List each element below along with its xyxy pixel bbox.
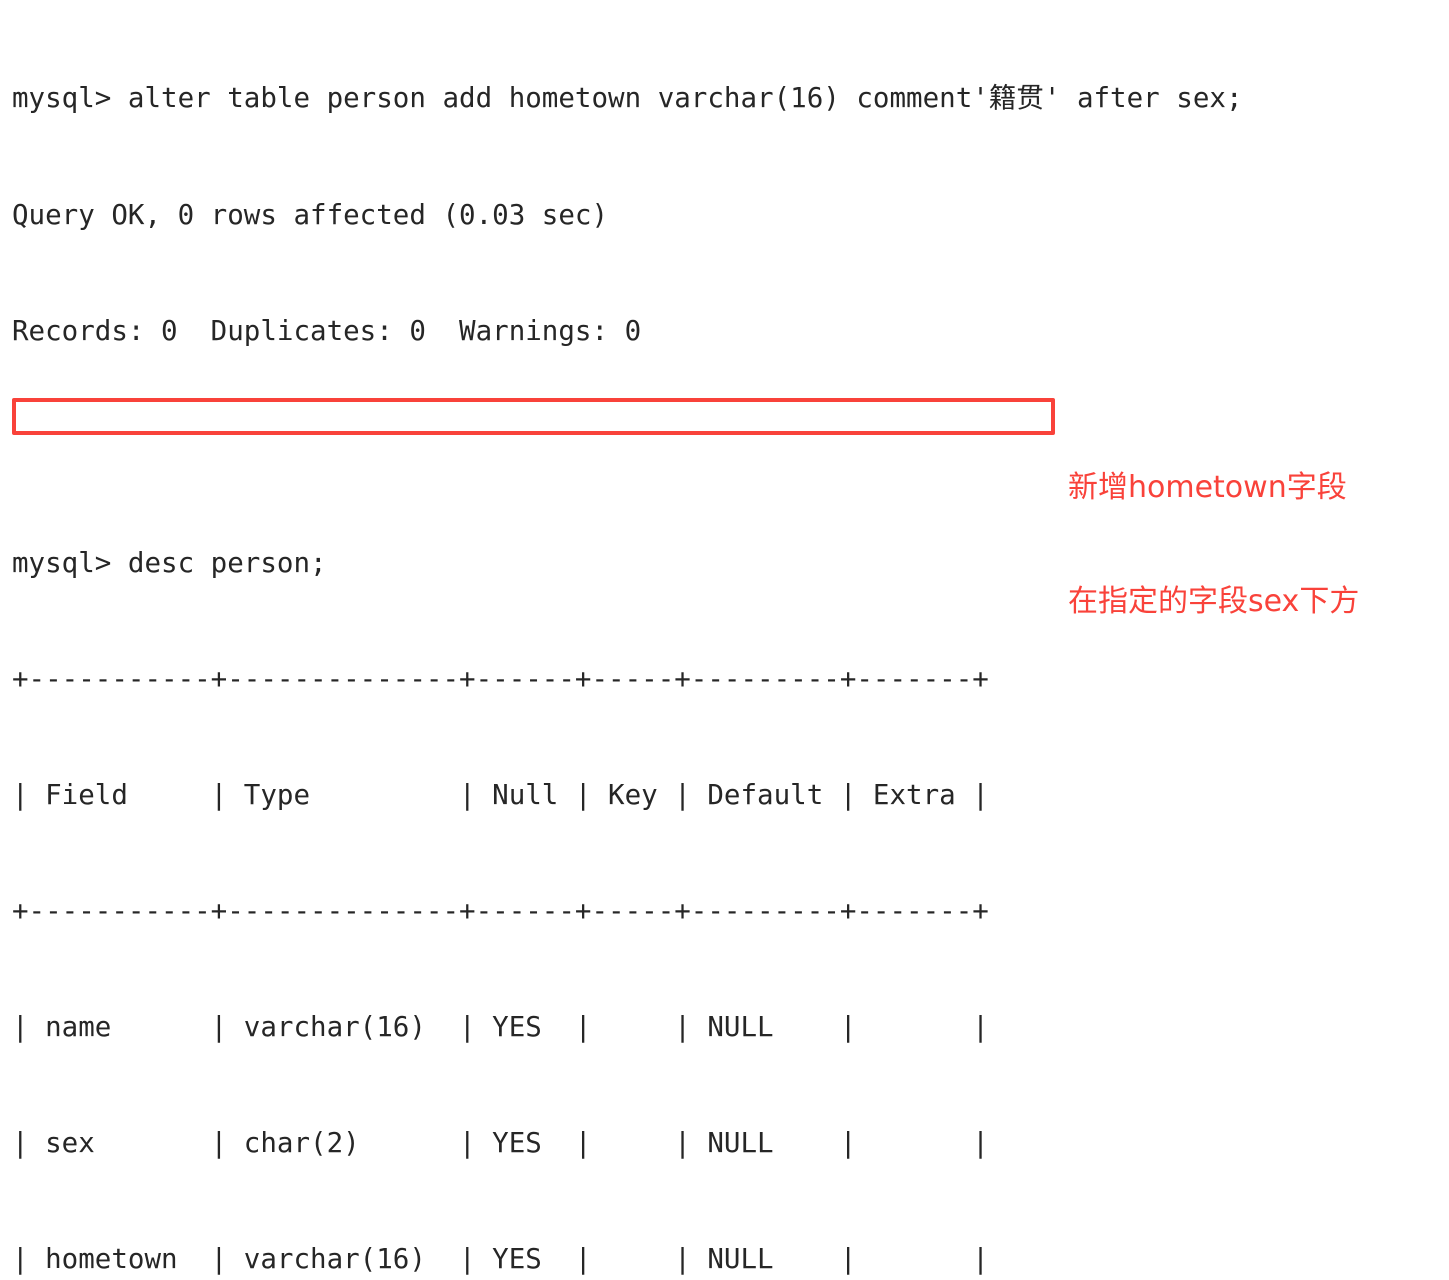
- table-row: | name | varchar(16) | YES | | NULL | |: [12, 1011, 989, 1044]
- table-row-hometown: | hometown | varchar(16) | YES | | NULL …: [12, 1243, 989, 1276]
- table-border-top: +-----------+--------------+------+-----…: [12, 662, 989, 695]
- table-header-row: | Field | Type | Null | Key | Default | …: [12, 778, 989, 811]
- table-border-header: +-----------+--------------+------+-----…: [12, 895, 989, 928]
- terminal-line-query-ok: Query OK, 0 rows affected (0.03 sec): [12, 198, 609, 231]
- annotation-callout: 新增hometown字段 在指定的字段sex下方: [1068, 393, 1359, 697]
- terminal-line-desc-statement: mysql> desc person;: [12, 546, 327, 579]
- annotation-line-2: 在指定的字段sex下方: [1068, 584, 1360, 619]
- terminal-output: mysql> alter table person add hometown v…: [12, 2, 1243, 1280]
- terminal-line-blank: [12, 428, 1243, 467]
- terminal-line-records: Records: 0 Duplicates: 0 Warnings: 0: [12, 314, 642, 347]
- terminal-screenshot: mysql> alter table person add hometown v…: [12, 82, 1360, 1276]
- terminal-line-alter-statement: mysql> alter table person add hometown v…: [12, 82, 1243, 115]
- annotation-line-1: 新增hometown字段: [1068, 470, 1347, 505]
- table-row: | sex | char(2) | YES | | NULL | |: [12, 1127, 989, 1160]
